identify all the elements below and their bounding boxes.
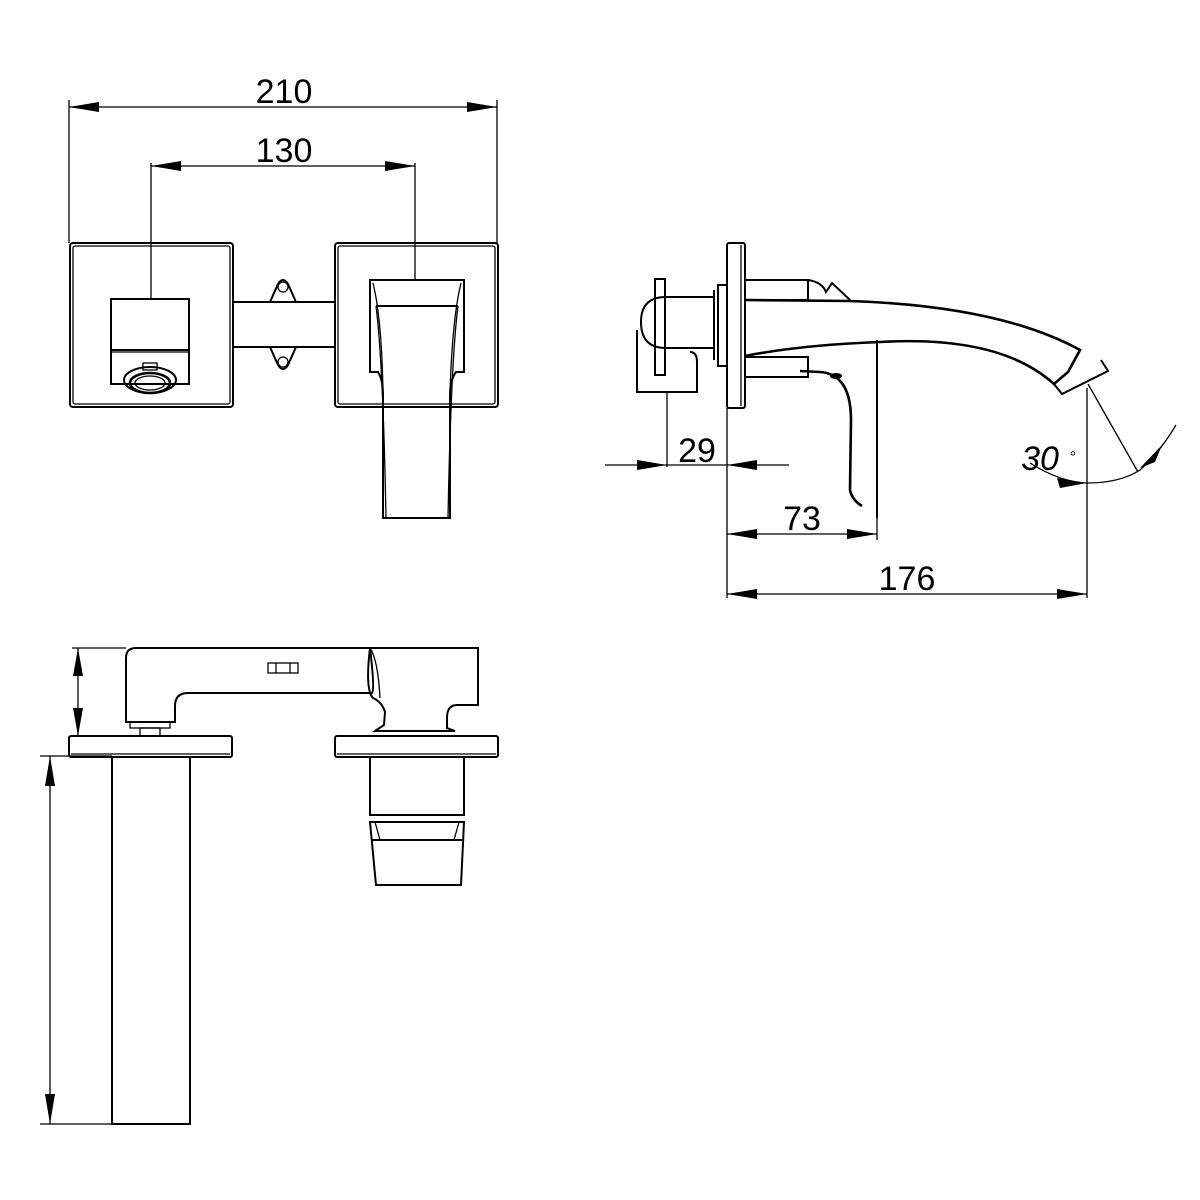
handle-knob-side xyxy=(639,296,714,349)
wall-plate-side xyxy=(726,242,746,409)
dimension-overall-width: 210 xyxy=(256,73,313,111)
front-view xyxy=(69,242,499,519)
dimension-center-distance: 130 xyxy=(256,132,313,170)
front-dimensions: 210 130 xyxy=(68,73,498,299)
right-wall-plate xyxy=(334,242,499,408)
top-dimensions: 43 180 xyxy=(40,647,126,1125)
mounting-lug-bottom xyxy=(269,346,297,370)
spout-front xyxy=(369,279,465,519)
lever-side xyxy=(799,369,863,508)
outlet-body xyxy=(369,756,465,816)
concealed-body xyxy=(111,756,191,1125)
top-view xyxy=(68,647,499,1125)
control-handle-front xyxy=(110,298,190,385)
outlet-spout-end xyxy=(368,821,466,886)
dimension-spout-projection: 176 xyxy=(879,560,936,598)
side-view xyxy=(636,242,1110,518)
side-dimensions: 29 73 176 30 ° xyxy=(605,383,1177,599)
dimension-rotation-angle: 30 xyxy=(1021,440,1059,478)
degree-symbol: ° xyxy=(1070,449,1076,466)
dimension-handle-projection: 29 xyxy=(678,432,716,470)
aerator xyxy=(1053,359,1110,396)
handle-top xyxy=(125,647,375,723)
dimension-handle-depth: 73 xyxy=(783,500,821,538)
spout-top xyxy=(367,647,479,732)
spout-side xyxy=(744,298,1082,386)
mounting-lug-top xyxy=(269,279,297,303)
